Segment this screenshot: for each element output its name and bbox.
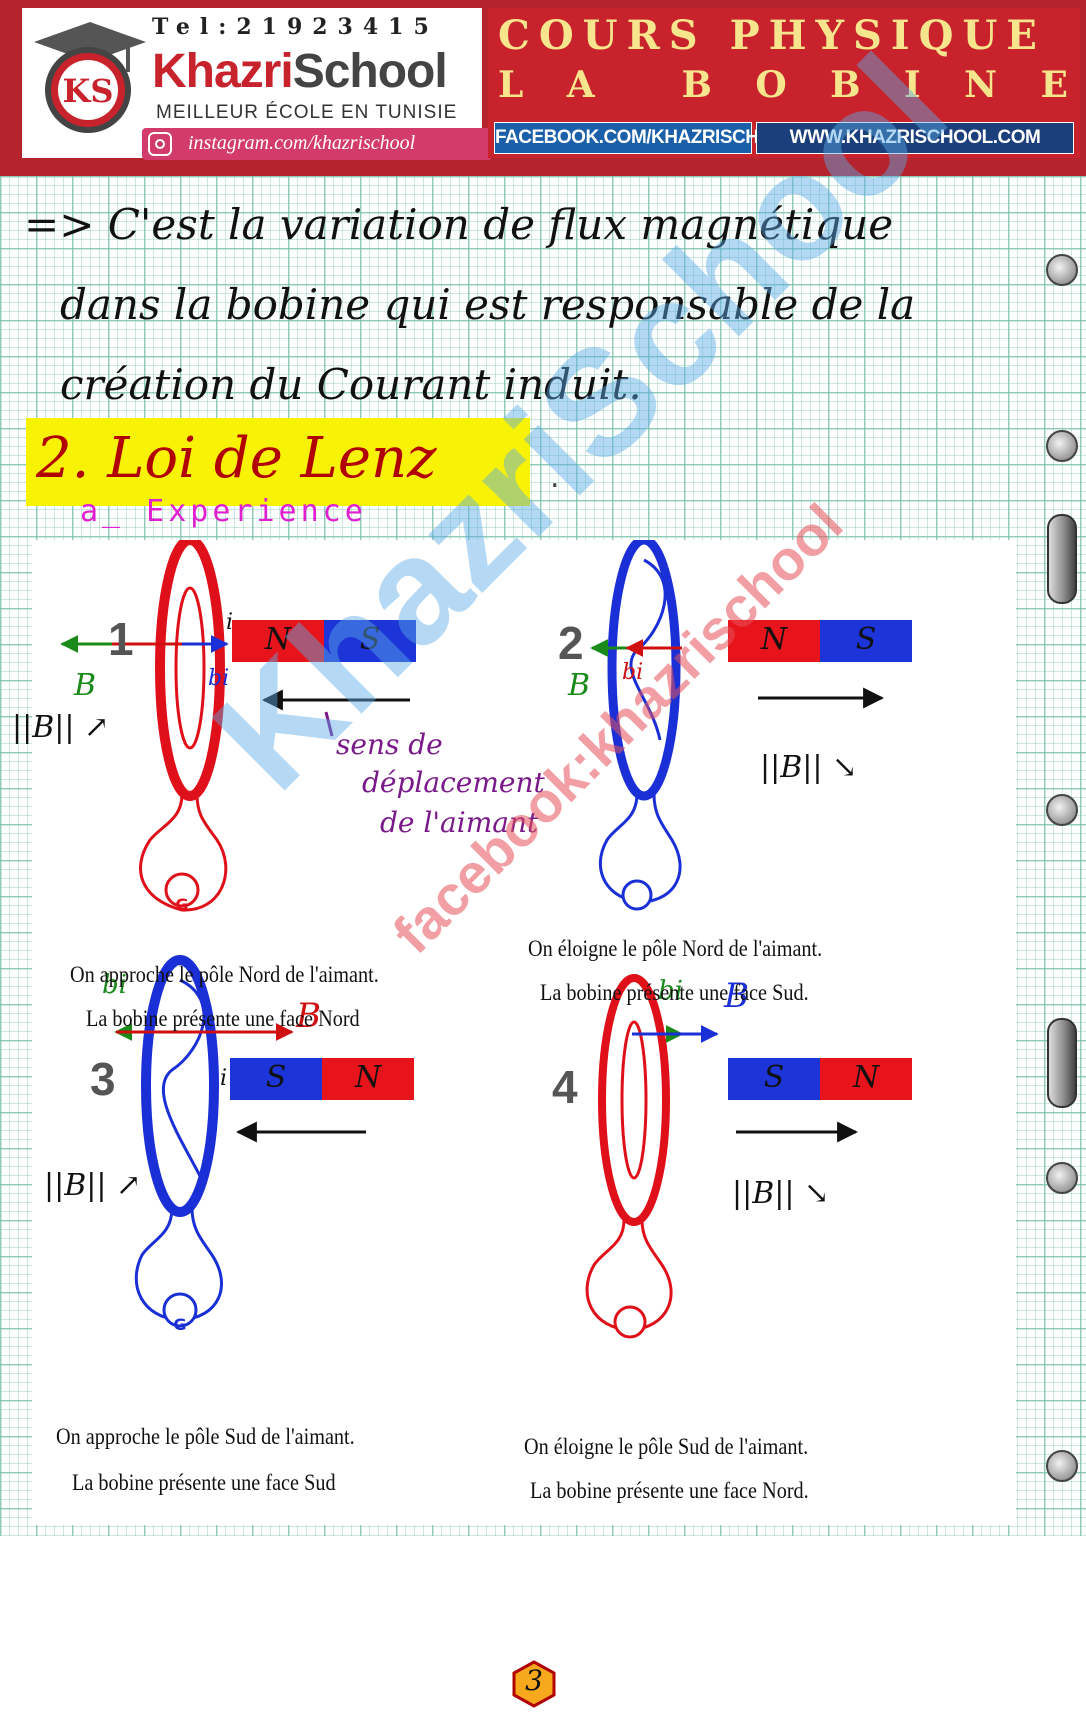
- instagram-icon: [148, 132, 172, 156]
- field-b-label: B: [724, 976, 749, 1016]
- magnet-3: [230, 1058, 414, 1100]
- facebook-text: FACEBOOK.COM/KHAZRISCHOOL: [495, 127, 799, 148]
- instagram-text: instagram.com/khazrischool: [188, 132, 416, 154]
- instagram-link[interactable]: instagram.com/khazrischool: [142, 128, 492, 160]
- chapter-letter: N: [964, 64, 998, 106]
- section-highlight: [26, 418, 530, 506]
- induced-field-label: bi: [102, 970, 127, 1000]
- pole-label: N: [852, 1060, 880, 1095]
- badge-text: KS: [63, 72, 114, 110]
- header-banner: KS Tel:21923415 KhazriSchool MEILLEUR ÉC…: [0, 0, 1086, 176]
- website-link[interactable]: WWW.KHAZRISCHOOL.COM: [756, 122, 1074, 154]
- caption-1b: La bobine présente une face Nord: [86, 1006, 360, 1031]
- ks-logo-icon: KS: [34, 22, 146, 133]
- pole-label: S: [265, 1060, 287, 1095]
- pole-label: S: [763, 1060, 785, 1095]
- title-panel: COURS PHYSIQUE L A B O B I N E FACEBOOK.…: [488, 8, 1080, 158]
- facebook-link[interactable]: FACEBOOK.COM/KHAZRISCHOOL: [494, 122, 799, 154]
- course-title: COURS PHYSIQUE: [498, 12, 1046, 59]
- note-line-3: création du Courant induit.: [60, 360, 642, 409]
- section-dot: .: [550, 460, 560, 495]
- caption-3a: On approche le pôle Sud de l'aimant.: [56, 1424, 355, 1449]
- b-trend-note: ||B|| ↘: [732, 1176, 830, 1211]
- chapter-title: L A B O B I N E: [498, 64, 1068, 106]
- coil-1: G: [60, 540, 229, 914]
- caption-4b: La bobine présente une face Nord.: [530, 1478, 809, 1503]
- binder-hole: [1046, 430, 1078, 462]
- annotation-sens: sens de: [336, 728, 443, 761]
- annotation-deplacement: déplacement: [362, 766, 545, 799]
- chapter-letter: O: [755, 64, 787, 106]
- logo-part-school: School: [292, 45, 448, 98]
- pole-label: S: [855, 622, 877, 657]
- b-trend-note: ||B|| ↗: [12, 710, 110, 745]
- induced-field-label: bi: [658, 976, 683, 1006]
- annotation-aimant: de l'aimant: [380, 806, 539, 839]
- galvanometer-label: G: [173, 1315, 186, 1334]
- pole-label: N: [760, 622, 788, 657]
- lenz-experiment-figure: G G: [12, 540, 1016, 1525]
- magnet-2: [728, 620, 912, 662]
- chapter-letter: L: [498, 64, 524, 106]
- logo-panel: KS Tel:21923415 KhazriSchool MEILLEUR ÉC…: [22, 8, 492, 160]
- b-trend-note: ||B|| ↗: [44, 1168, 142, 1203]
- field-b-label: B: [568, 668, 591, 703]
- subsection-title: a_ Experience: [80, 494, 367, 529]
- figure-drawing: G G: [60, 540, 912, 1339]
- current-label: i: [226, 610, 234, 635]
- pole-label: N: [264, 622, 292, 657]
- current-label: i: [220, 1066, 228, 1091]
- caption-2b: La bobine présente une face Sud.: [540, 980, 809, 1005]
- note-line-1: => C'est la variation de flux magnétique: [24, 200, 894, 249]
- phone-number: Tel:21923415: [152, 14, 439, 40]
- induced-field-label: bi: [208, 666, 230, 691]
- panel-number-3: 3: [90, 1053, 116, 1105]
- section-title: 2. Loi de Lenz: [36, 426, 437, 491]
- page-number-badge: 3: [510, 1660, 558, 1708]
- caption-4a: On éloigne le pôle Sud de l'aimant.: [524, 1434, 809, 1459]
- annotation-pointer: [324, 711, 334, 737]
- chapter-letter: B: [830, 64, 861, 106]
- magnet-1: [232, 620, 416, 662]
- pole-label: N: [354, 1060, 382, 1095]
- binder-hole: [1046, 794, 1078, 826]
- logo-part-khazri: Khazri: [152, 45, 294, 98]
- slogan: MEILLEUR ÉCOLE EN TUNISIE: [156, 102, 458, 123]
- page-number: 3: [525, 1664, 543, 1697]
- galvanometer-label: G: [175, 895, 188, 914]
- magnet-4: [728, 1058, 912, 1100]
- binder-hole: [1046, 1450, 1078, 1482]
- pole-label: S: [359, 622, 381, 657]
- panel-number-2: 2: [558, 617, 584, 669]
- caption-2a: On éloigne le pôle Nord de l'aimant.: [528, 936, 823, 961]
- page-number-icon: [512, 1660, 556, 1708]
- caption-1a: On approche le pôle Nord de l'aimant.: [70, 962, 379, 987]
- binder-hole: [1046, 1162, 1078, 1194]
- binder-slot: [1047, 1018, 1077, 1108]
- binder-slot: [1047, 514, 1077, 604]
- coil-3: G: [114, 955, 294, 1334]
- caption-3b: La bobine présente une face Sud: [72, 1470, 336, 1495]
- induced-field-label: bi: [622, 660, 644, 685]
- field-b-label: B: [74, 668, 97, 703]
- binder-hole: [1046, 254, 1078, 286]
- coil-4: [585, 974, 719, 1339]
- note-line-2: dans la bobine qui est responsable de la: [60, 280, 916, 329]
- chapter-letter: E: [1040, 64, 1068, 106]
- coil-2: [590, 540, 682, 911]
- chapter-letter: I: [903, 64, 921, 106]
- chapter-letter: B: [681, 64, 712, 106]
- b-trend-note: ||B|| ↘: [760, 750, 858, 785]
- school-logo-text: KhazriSchool: [152, 44, 448, 99]
- website-text: WWW.KHAZRISCHOOL.COM: [789, 127, 1041, 148]
- chapter-letter: A: [566, 64, 595, 106]
- panel-number-4: 4: [552, 1061, 578, 1113]
- panel-number-1: 1: [108, 613, 134, 665]
- field-b-label: B: [296, 996, 321, 1036]
